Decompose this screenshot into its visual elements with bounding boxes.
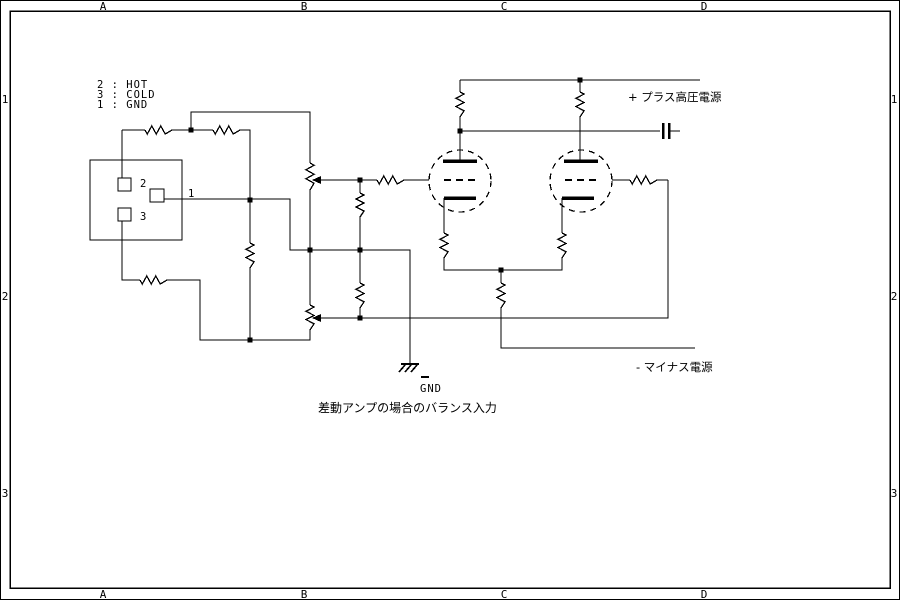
ground-icon xyxy=(398,363,429,378)
resistor-icon xyxy=(556,232,568,259)
frame-label-top-a: A xyxy=(100,1,107,13)
frame-label-right-3: 3 xyxy=(891,487,898,500)
wire-segment xyxy=(167,279,311,341)
resistor-icon xyxy=(454,91,466,118)
resistor-icon xyxy=(244,242,256,269)
frame-label-top-d: D xyxy=(701,1,708,13)
frame-label-left-3: 3 xyxy=(2,487,9,500)
wire-segment xyxy=(501,258,563,271)
wire-segment xyxy=(121,221,140,281)
junction-dot xyxy=(188,127,194,133)
frame-label-top-b: B xyxy=(301,1,308,13)
connector-pin1-square xyxy=(149,188,165,203)
pin-legend: 2 : HOT 3 : COLD 1 : GND xyxy=(97,79,156,111)
connector-pin3-square xyxy=(117,207,132,222)
resistor-icon xyxy=(144,124,173,136)
frame-label-left-2: 2 xyxy=(2,290,9,303)
connector-pin3-label: 3 xyxy=(140,211,146,223)
junction-dot xyxy=(247,197,253,203)
wire-segment xyxy=(319,180,669,319)
junction-dot xyxy=(247,337,253,343)
wiper-arrows xyxy=(312,176,321,322)
drawing-frame xyxy=(9,10,891,589)
wire-segment xyxy=(190,111,311,163)
resistor-icon xyxy=(139,274,168,286)
wire-segment xyxy=(443,258,501,271)
resistor-icon xyxy=(212,124,241,136)
resistor-icon xyxy=(574,91,586,118)
junction-dots xyxy=(188,77,583,343)
resistor-icon xyxy=(495,282,507,309)
frame-label-left-1: 1 xyxy=(2,93,9,106)
junction-dot xyxy=(357,315,363,321)
resistors xyxy=(139,91,658,331)
resistor-icon xyxy=(354,192,366,218)
negative-supply-label: - マイナス電源 xyxy=(636,360,713,374)
frame-label-right-1: 1 xyxy=(891,93,898,106)
junction-dot xyxy=(357,177,363,183)
capacitor-icon xyxy=(661,123,671,139)
wire-segment xyxy=(164,198,411,364)
junction-dot xyxy=(498,267,504,273)
legend-row-gnd: 1 : GND xyxy=(97,99,148,111)
junction-dot xyxy=(307,247,313,253)
gnd-label: GND xyxy=(420,383,442,395)
connector-pin1-label: 1 xyxy=(188,188,194,200)
positive-supply-label: + プラス高圧電源 xyxy=(628,90,722,104)
vacuum-tube-right-icon xyxy=(549,149,613,213)
legend-row-hot: 2 : HOT xyxy=(97,79,148,91)
connector-pin2-label: 2 xyxy=(140,178,146,190)
potentiometer-body xyxy=(304,304,316,331)
wiper-arrow-icon xyxy=(312,314,321,322)
frame-label-bottom-a: A xyxy=(100,588,107,599)
frame-label-top-c: C xyxy=(501,1,508,13)
frame-label-bottom-c: C xyxy=(501,588,508,599)
junction-dot xyxy=(577,77,583,83)
frame-label-bottom-d: D xyxy=(701,588,708,599)
junction-dot xyxy=(457,128,463,134)
resistor-icon xyxy=(629,174,658,186)
resistor-icon xyxy=(354,282,366,309)
legend-row-cold: 3 : COLD xyxy=(97,89,156,101)
wires xyxy=(121,79,700,364)
frame-label-right-2: 2 xyxy=(891,290,898,303)
wiper-arrow-icon xyxy=(312,176,321,184)
frame-label-bottom-b: B xyxy=(301,588,308,599)
wire-segment xyxy=(240,129,251,200)
caption: 差動アンプの場合のバランス入力 xyxy=(318,400,497,415)
connector-pin2-square xyxy=(117,177,132,192)
resistor-icon xyxy=(438,232,450,259)
vacuum-tube-left-icon xyxy=(428,149,492,213)
xlr-connector-icon xyxy=(89,159,183,241)
potentiometer-body xyxy=(304,162,316,191)
wire-minus-rail xyxy=(500,308,695,349)
resistor-icon xyxy=(376,174,405,186)
junction-dot xyxy=(357,247,363,253)
